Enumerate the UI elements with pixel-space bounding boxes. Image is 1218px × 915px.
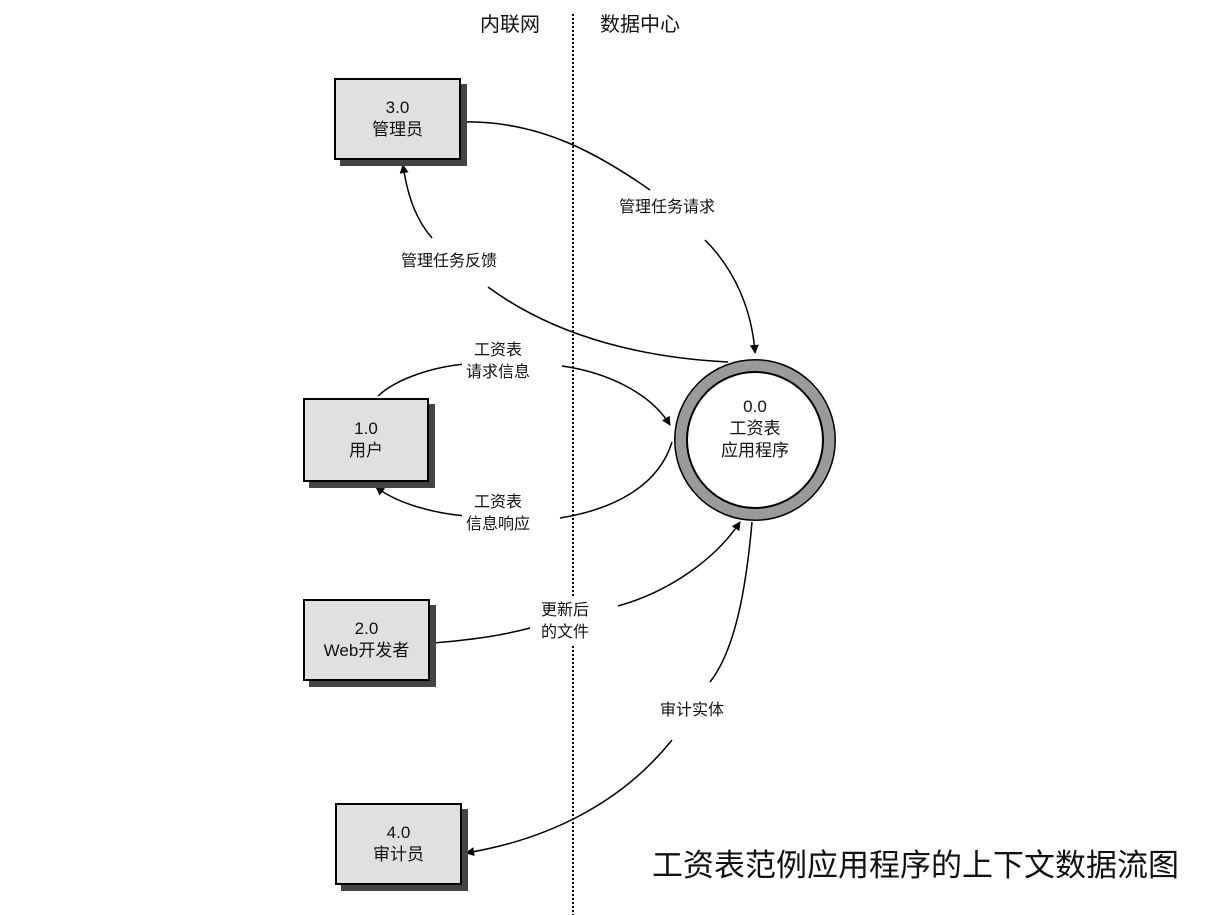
process-node bbox=[674, 359, 836, 521]
process-name-line2: 应用程序 bbox=[721, 441, 789, 460]
process-name-line1: 工资表 bbox=[729, 419, 781, 438]
flow-updated-files-arrow bbox=[617, 521, 741, 607]
entity-admin: 3.0 管理员 bbox=[334, 78, 461, 160]
flow-updated-files-line bbox=[432, 627, 531, 644]
flow-label-payroll-response-line1: 工资表 bbox=[474, 492, 523, 511]
flow-label-admin-feedback: 管理任务反馈 bbox=[397, 248, 502, 274]
entity-web-developer-id: 2.0 bbox=[354, 619, 379, 638]
entity-web-developer: 2.0 Web开发者 bbox=[303, 599, 430, 681]
flow-label-admin-feedback-text: 管理任务反馈 bbox=[401, 251, 498, 270]
process-id: 0.0 bbox=[743, 397, 767, 416]
flow-label-updated-files: 更新后 的文件 bbox=[537, 597, 594, 645]
flow-label-audit-entity-text: 审计实体 bbox=[660, 700, 725, 719]
entity-user: 1.0 用户 bbox=[303, 398, 429, 482]
entity-auditor-id: 4.0 bbox=[386, 823, 411, 842]
flow-label-updated-files-line2: 的文件 bbox=[541, 622, 590, 641]
flow-label-payroll-response: 工资表 信息响应 bbox=[462, 489, 535, 537]
flow-label-admin-request: 管理任务请求 bbox=[615, 194, 720, 220]
flow-label-payroll-request: 工资表 请求信息 bbox=[462, 337, 535, 385]
entity-web-developer-name: Web开发者 bbox=[323, 641, 410, 660]
flow-label-payroll-request-line1: 工资表 bbox=[474, 340, 523, 359]
flow-label-audit-entity: 审计实体 bbox=[656, 697, 729, 723]
entity-auditor-name: 审计员 bbox=[373, 845, 424, 864]
flow-label-payroll-request-line2: 请求信息 bbox=[466, 362, 531, 381]
zone-label-datacenter: 数据中心 bbox=[600, 12, 680, 36]
flow-payroll-response-arrow bbox=[375, 486, 467, 517]
flow-label-updated-files-line1: 更新后 bbox=[541, 600, 590, 619]
flow-admin-request-arrow bbox=[704, 239, 759, 354]
entity-admin-name: 管理员 bbox=[372, 120, 423, 139]
flow-payroll-request-arrow bbox=[561, 365, 671, 426]
zone-label-intranet: 内联网 bbox=[480, 12, 540, 36]
flow-label-admin-request-text: 管理任务请求 bbox=[619, 197, 716, 216]
flow-admin-feedback-line bbox=[487, 286, 729, 363]
entity-admin-id: 3.0 bbox=[385, 98, 410, 117]
flow-audit-entity-arrow bbox=[465, 739, 673, 857]
flow-payroll-response-line bbox=[559, 441, 673, 519]
flow-admin-request-line bbox=[461, 121, 651, 191]
flow-audit-entity-line bbox=[709, 521, 753, 683]
entity-user-id: 1.0 bbox=[354, 419, 378, 438]
process-label: 0.0 工资表 应用程序 bbox=[680, 396, 830, 462]
flow-label-payroll-response-line2: 信息响应 bbox=[466, 514, 531, 533]
diagram-caption: 工资表范例应用程序的上下文数据流图 bbox=[652, 848, 1179, 884]
entity-auditor: 4.0 审计员 bbox=[335, 803, 462, 885]
flow-payroll-request-line bbox=[377, 363, 467, 397]
flow-admin-feedback-arrow bbox=[399, 164, 433, 239]
entity-user-name: 用户 bbox=[349, 441, 383, 460]
